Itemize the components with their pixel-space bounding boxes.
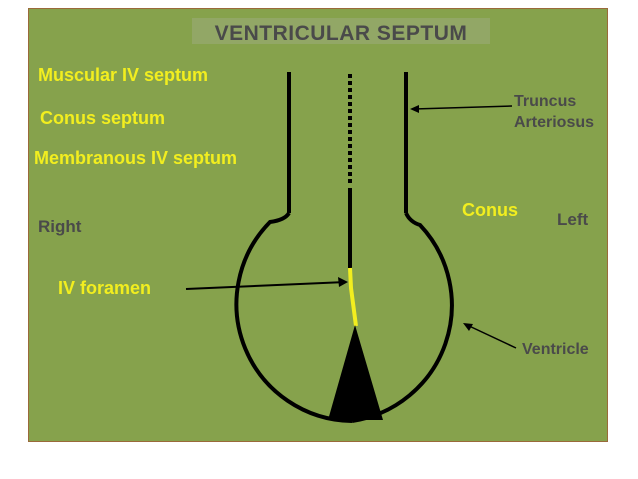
slide-background xyxy=(28,8,608,442)
label-ventricle: Ventricle xyxy=(522,341,589,358)
label-iv-foramen: IV foramen xyxy=(58,278,151,298)
ventricle-pointer-arrowhead xyxy=(463,323,473,331)
label-conus-septum: Conus septum xyxy=(40,108,165,128)
label-left: Left xyxy=(557,210,589,229)
ventricle-pointer-line xyxy=(466,324,517,349)
label-conus: Conus xyxy=(462,200,518,220)
title-banner xyxy=(192,18,490,44)
truncus-pointer-arrowhead xyxy=(410,105,419,113)
label-arteriosus: Arteriosus xyxy=(514,114,594,131)
iv-foramen-arrow-line xyxy=(185,281,347,290)
ventricle-right-arc xyxy=(351,212,454,423)
ventricle-left-arc xyxy=(234,211,353,423)
label-muscular-iv-septum: Muscular IV septum xyxy=(38,65,208,85)
muscular-septum-triangle xyxy=(328,325,383,420)
label-right: Right xyxy=(38,217,82,236)
label-truncus: Truncus xyxy=(514,93,576,110)
truncus-pointer-line xyxy=(413,105,513,110)
title: VENTRICULAR SEPTUM xyxy=(215,22,468,45)
label-membranous-iv-septum: Membranous IV septum xyxy=(34,148,237,168)
iv-foramen-arrowhead xyxy=(338,277,348,287)
iv-foramen-yellow-segment xyxy=(348,267,358,327)
